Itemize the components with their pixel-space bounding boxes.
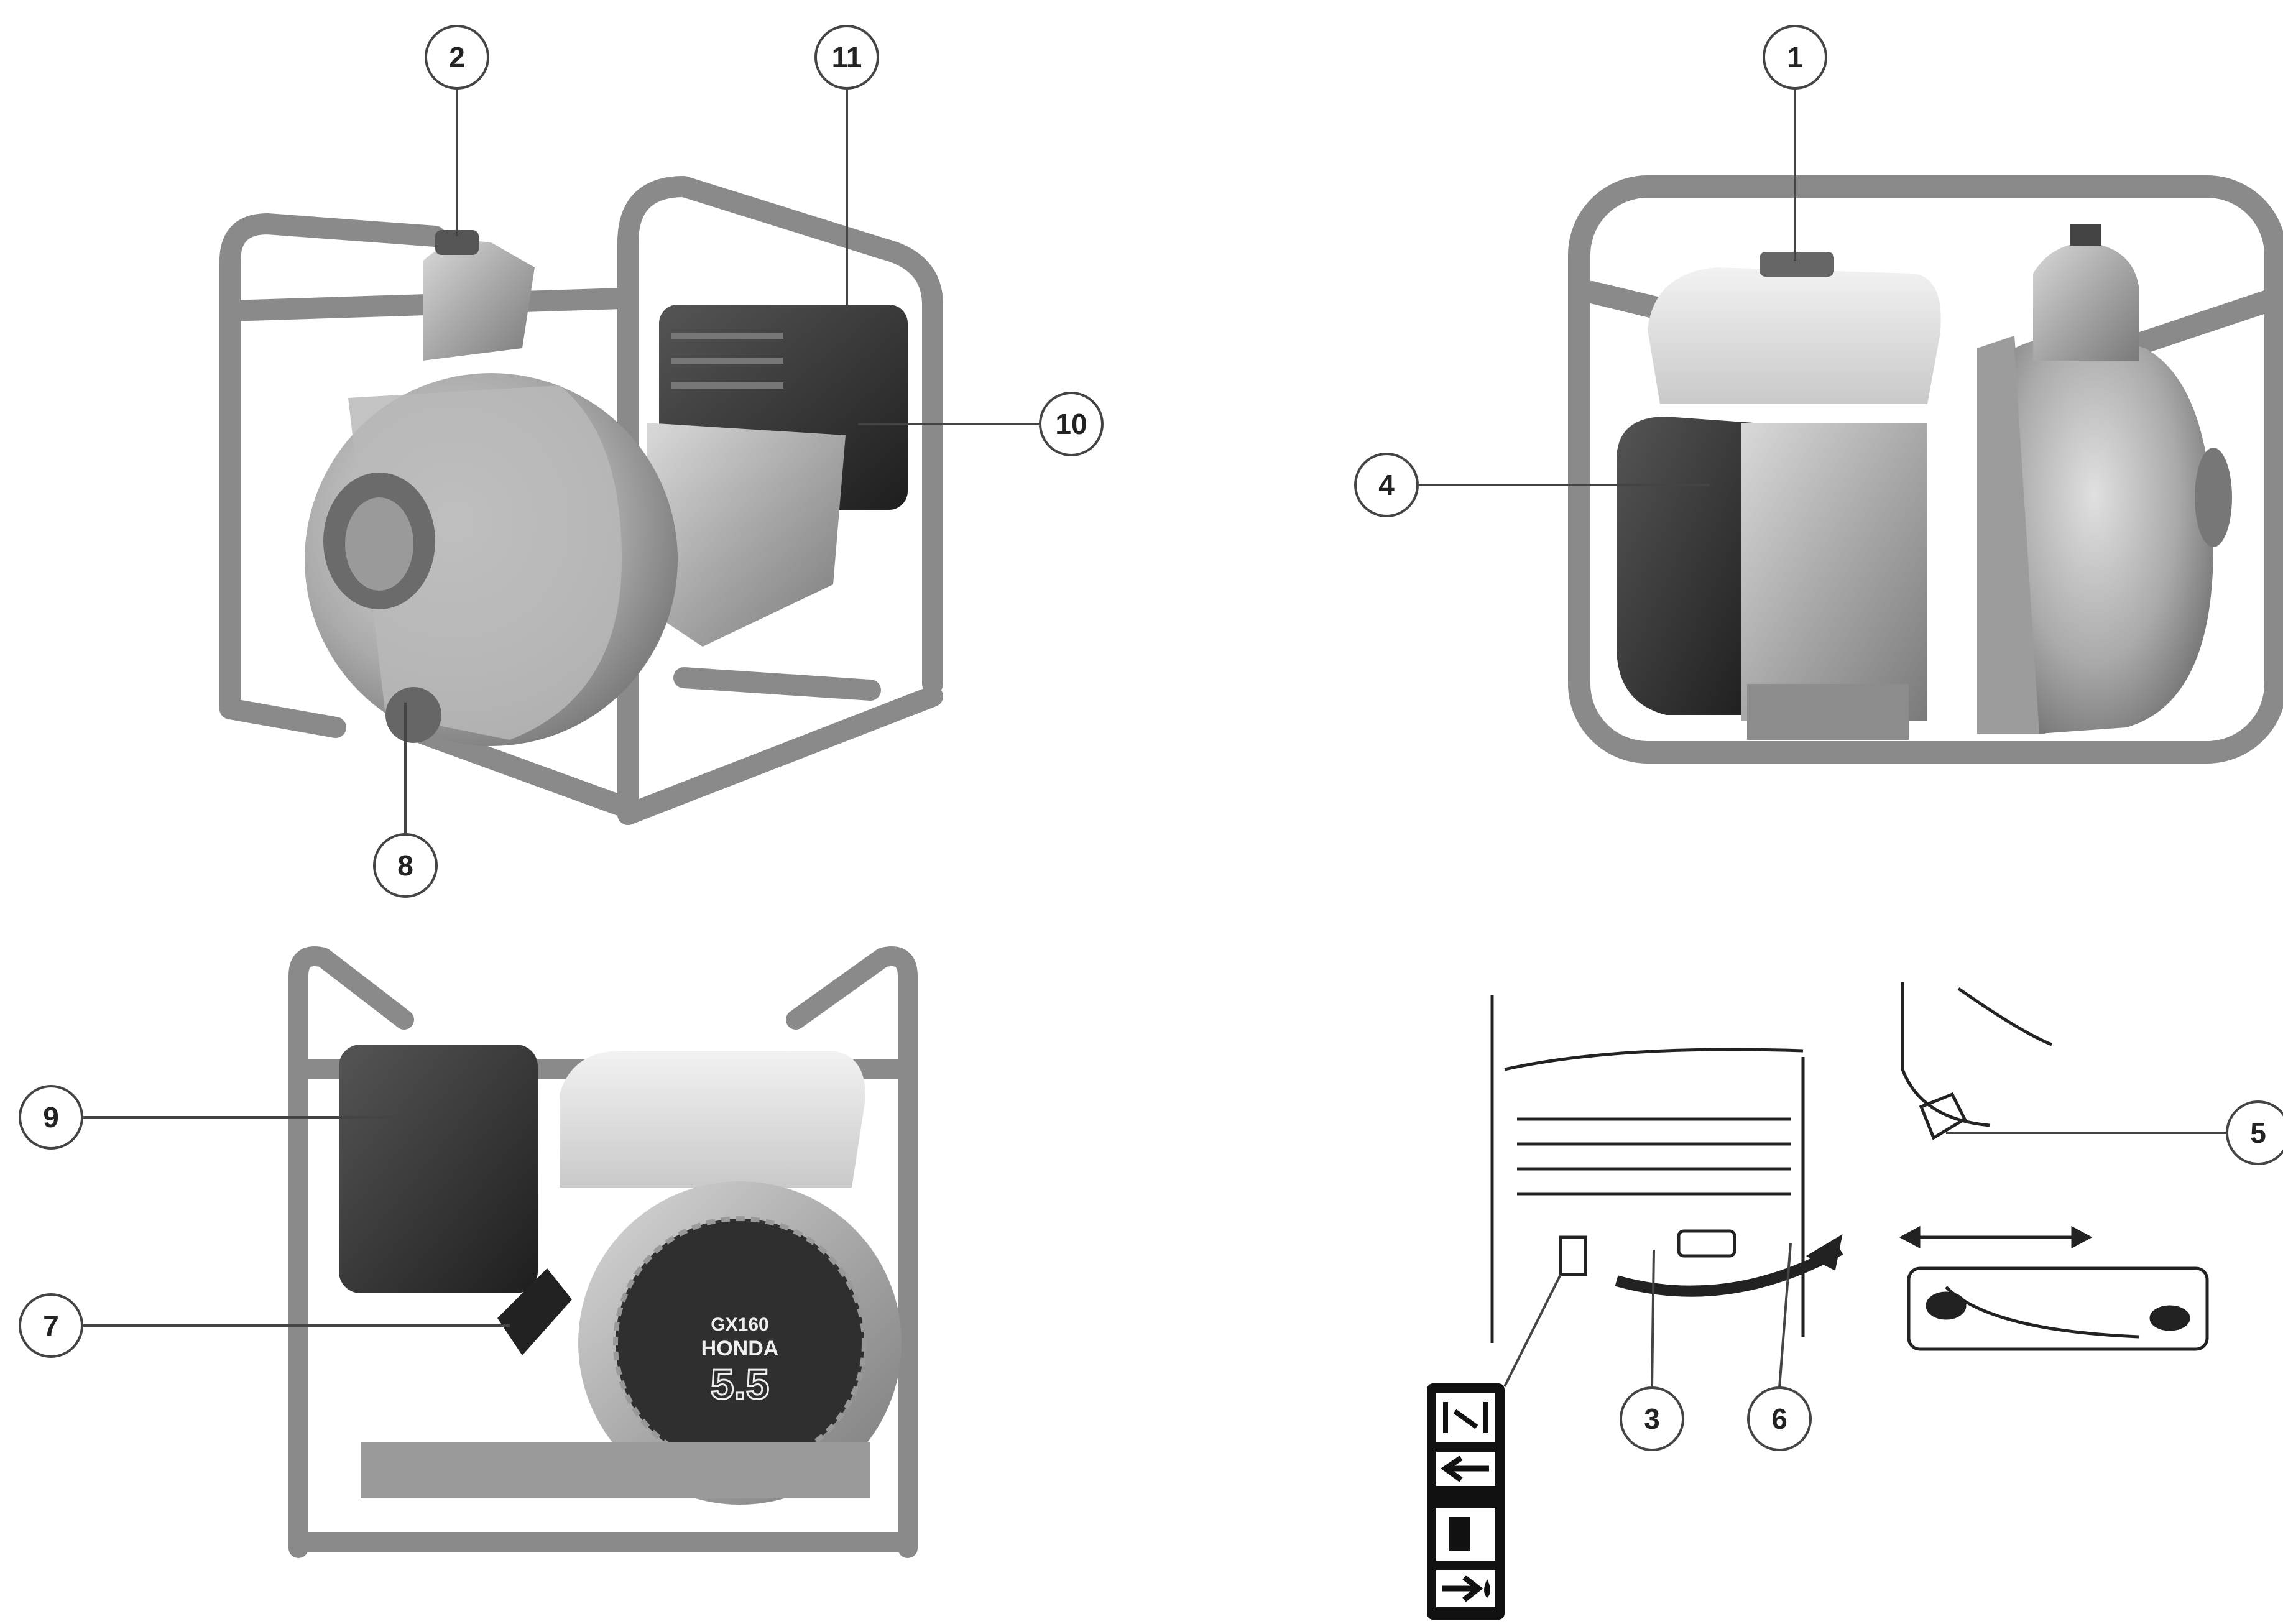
- discharge-outlet: [2033, 242, 2139, 361]
- callout-1: 1: [1763, 25, 1827, 90]
- priming-cap: [2070, 224, 2101, 246]
- suction-port-inner: [345, 497, 413, 591]
- fuel-tank: [560, 1051, 865, 1188]
- callout-label: 4: [1378, 469, 1395, 501]
- throttle-symbol-plate: [1907, 1266, 2209, 1351]
- fast-hare-icon: [1926, 1291, 1967, 1320]
- engine-power-badge: 5.5: [711, 1361, 770, 1408]
- engine-crankcase: [647, 423, 846, 647]
- controls-detail-drawing: [1490, 982, 2209, 1351]
- pump-side-view: [1568, 175, 2283, 764]
- fuel-cap: [1760, 252, 1834, 277]
- engine-base: [1747, 684, 1909, 740]
- callout-6: 6: [1747, 1386, 1812, 1451]
- fuel-valve-sticker: [1427, 1383, 1505, 1620]
- pump-volute: [2014, 336, 2213, 734]
- throttle-lever: [497, 1268, 572, 1355]
- callout-label: 3: [1644, 1403, 1660, 1435]
- callout-label: 8: [397, 849, 413, 882]
- air-cleaner: [339, 1045, 538, 1293]
- callout-label: 1: [1787, 41, 1803, 73]
- fill-plug: [435, 230, 479, 255]
- callout-label: 7: [43, 1309, 59, 1342]
- callout-11: 11: [814, 25, 879, 90]
- engine-fins: [671, 333, 783, 389]
- engine-base: [361, 1442, 870, 1498]
- recoil-housing: [1617, 417, 1753, 715]
- callout-7: 7: [19, 1293, 83, 1358]
- pump-casing: [1977, 336, 2045, 734]
- callout-label: 10: [1055, 408, 1087, 440]
- leader-lines: [81, 88, 2227, 1388]
- slow-turtle-icon: [2149, 1305, 2190, 1331]
- choke-arc-arrow: [1615, 1245, 1843, 1297]
- pump-casing: [348, 385, 622, 740]
- callout-5: 5: [2226, 1100, 2283, 1165]
- choke-lever: [1677, 1229, 1736, 1258]
- callout-label: 9: [43, 1101, 59, 1133]
- callout-3: 3: [1620, 1386, 1684, 1451]
- suction-port: [2195, 448, 2232, 547]
- fuel-tank: [1648, 267, 1941, 404]
- engine-model-badge: GX160: [711, 1314, 768, 1335]
- callout-label: 2: [449, 41, 465, 73]
- callout-label: 5: [2250, 1117, 2266, 1149]
- callout-4: 4: [1354, 453, 1419, 517]
- pump-front-view: [219, 176, 943, 825]
- discharge-outlet: [423, 241, 535, 361]
- callout-10: 10: [1039, 392, 1104, 456]
- callout-label: 11: [832, 41, 862, 73]
- callout-2: 2: [425, 25, 489, 90]
- drain-plug: [385, 687, 441, 743]
- callout-8: 8: [373, 833, 438, 898]
- engine-crankcase: [1741, 423, 1927, 721]
- fuel-valve-lever: [1559, 1235, 1587, 1276]
- callout-label: 6: [1771, 1403, 1787, 1435]
- pump-rear-view: GX160 HONDA 5.5: [288, 946, 918, 1558]
- callout-9: 9: [19, 1085, 83, 1150]
- engine-brand-badge: HONDA: [701, 1337, 779, 1360]
